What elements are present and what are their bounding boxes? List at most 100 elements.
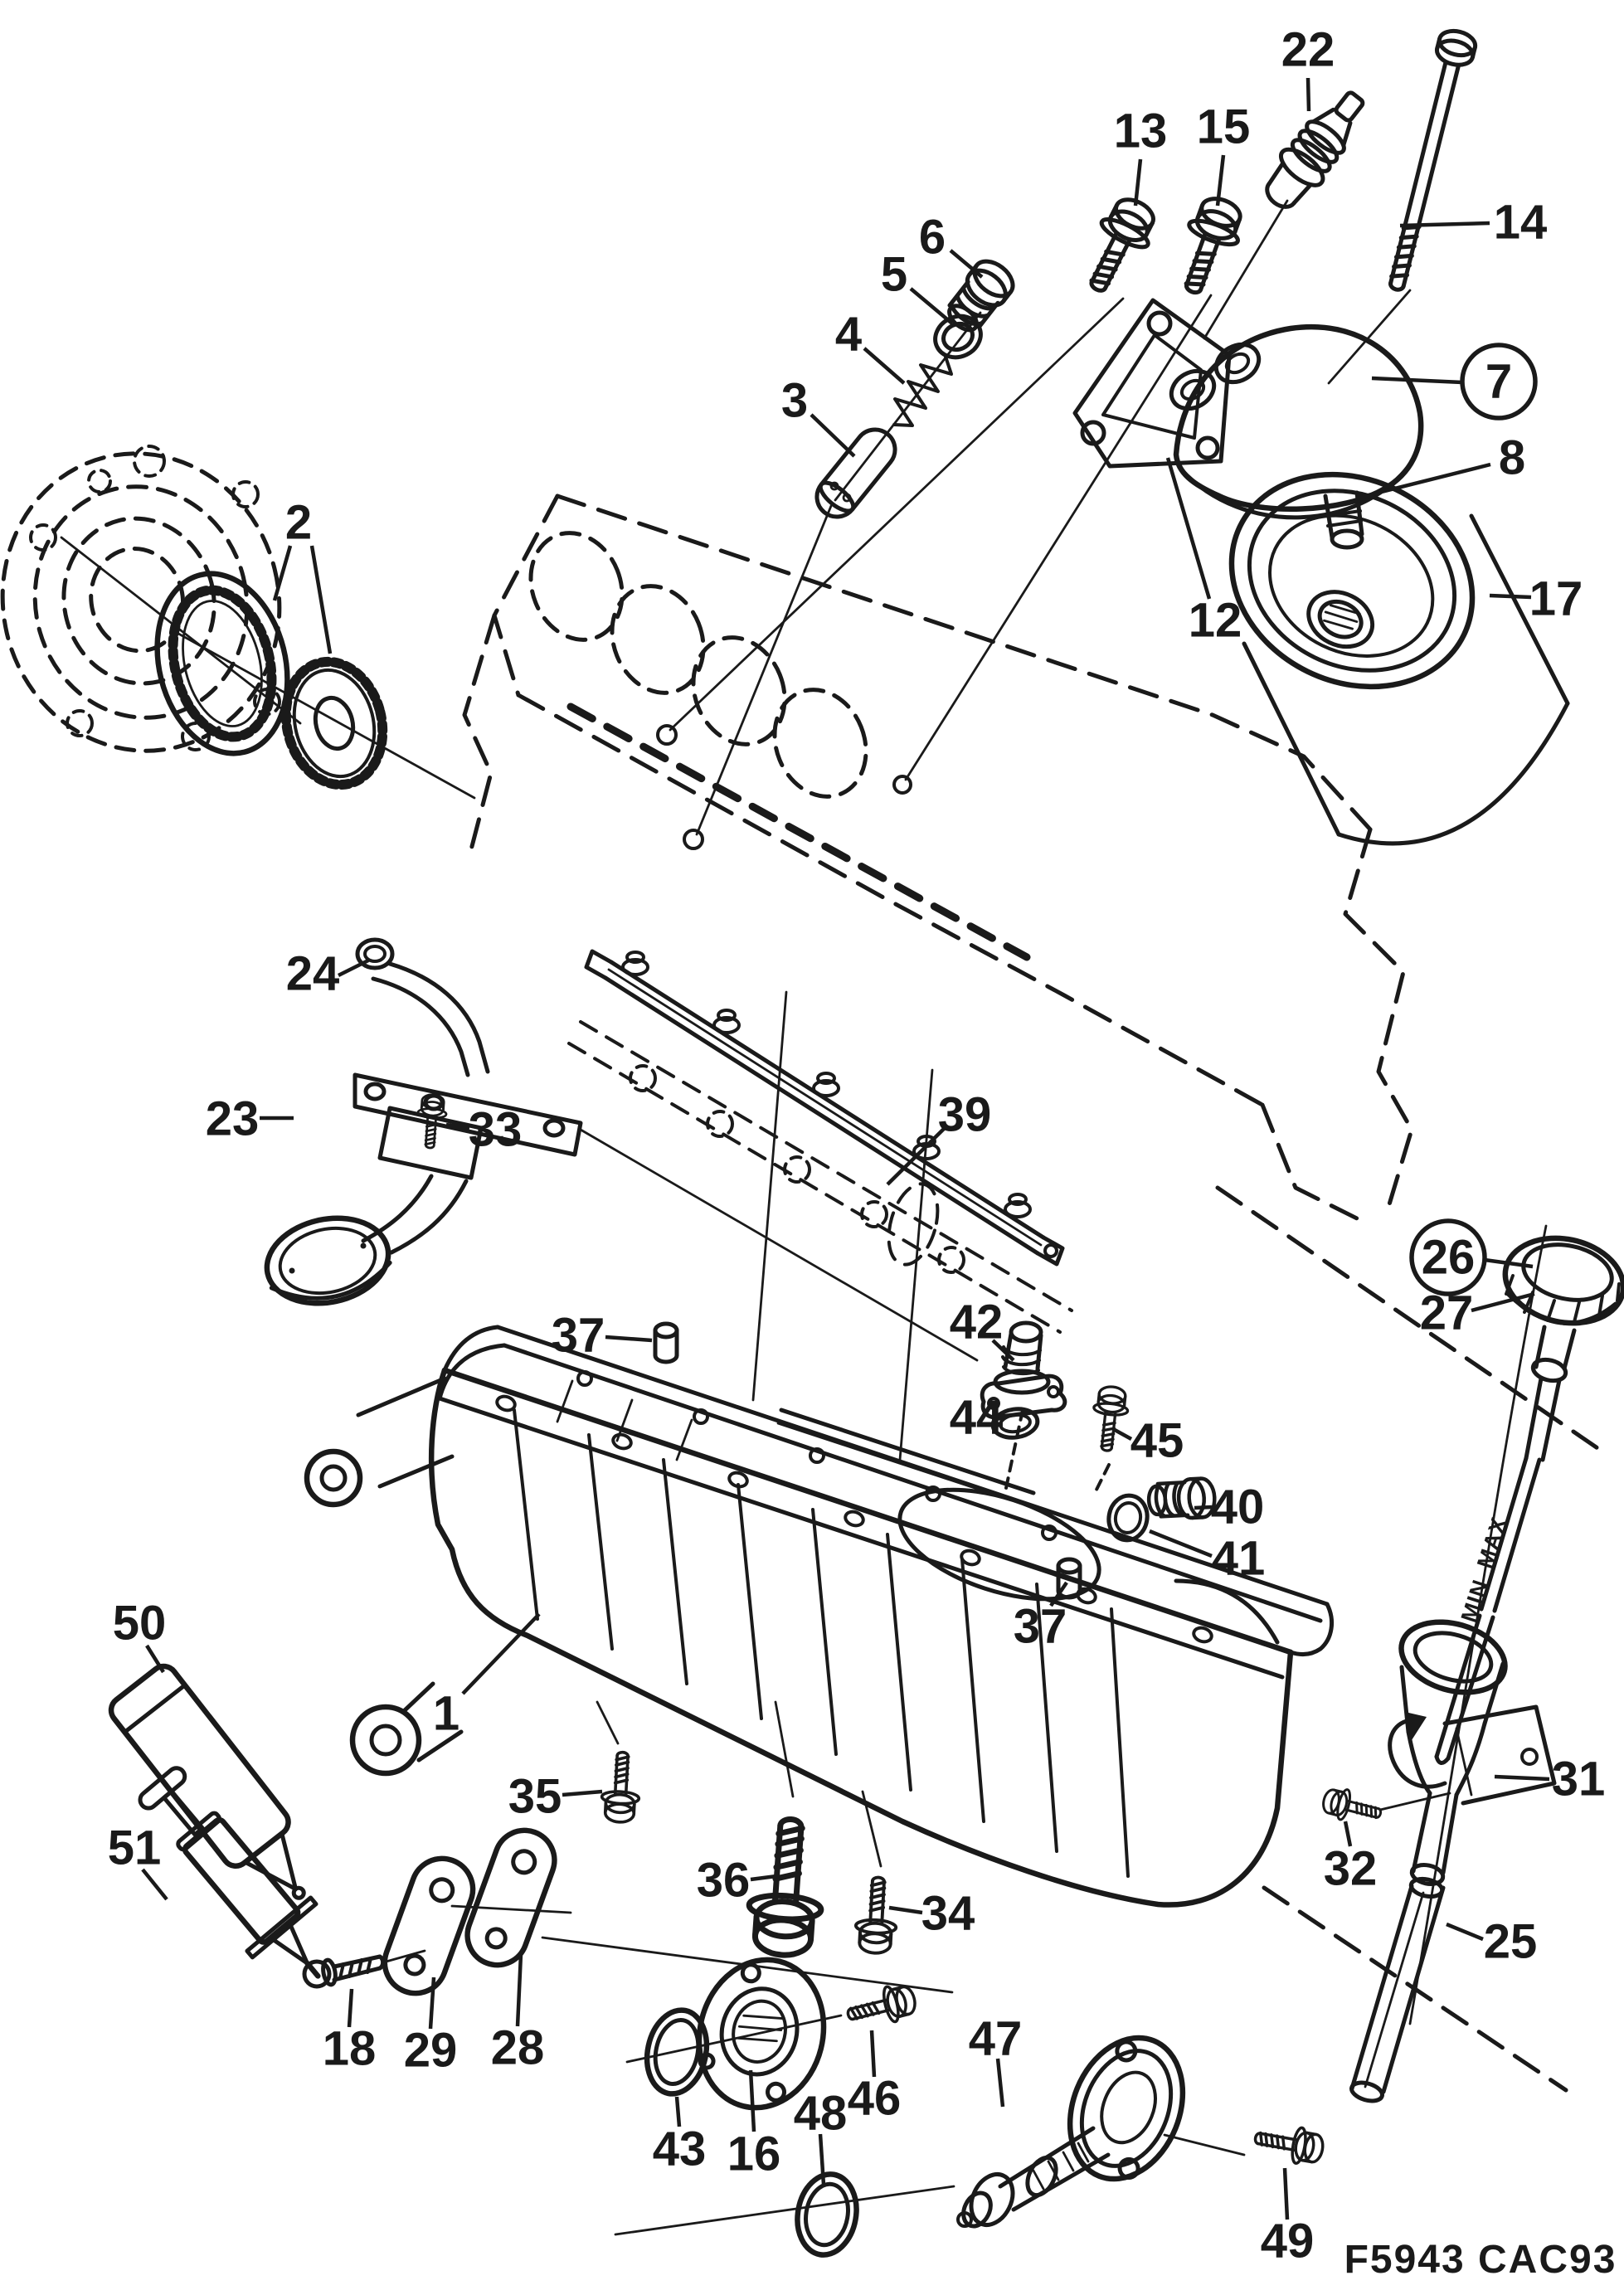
callout-48[interactable]: 48 [794, 2087, 848, 2186]
callout-label: 44 [950, 1391, 1004, 1445]
callout-42[interactable]: 42 [950, 1296, 1015, 1362]
callout-50[interactable]: 50 [113, 1597, 167, 1674]
callout-leader-line [1399, 221, 1490, 228]
callout-label: 13 [1114, 105, 1168, 158]
callout-44[interactable]: 44 [950, 1391, 1004, 1445]
callout-label: 49 [1261, 2215, 1315, 2268]
callout-13[interactable]: 13 [1114, 105, 1168, 207]
callout-label: 7 [1485, 355, 1512, 409]
callout-1[interactable]: 1 [433, 1612, 541, 1741]
dipstick-max-marking: MAX [1472, 1514, 1512, 1571]
callout-24[interactable]: 24 [286, 947, 370, 1001]
callout-37[interactable]: 37 [552, 1309, 653, 1363]
callout-37[interactable]: 37 [1014, 1581, 1068, 1654]
callout-7[interactable]: 7 [1371, 343, 1538, 421]
callout-33[interactable]: 33 [445, 1103, 522, 1157]
callout-8[interactable]: 8 [1358, 431, 1525, 500]
sealant-tube-drawing [108, 1663, 306, 1900]
callout-15[interactable]: 15 [1197, 100, 1251, 207]
callout-leader-line [1049, 1581, 1068, 1607]
callout-label: 50 [113, 1597, 167, 1651]
callout-43[interactable]: 43 [653, 2096, 707, 2176]
callout-40[interactable]: 40 [1194, 1481, 1264, 1534]
callout-27[interactable]: 27 [1420, 1286, 1535, 1340]
callout-47[interactable]: 47 [969, 2012, 1023, 2108]
callout-17[interactable]: 17 [1489, 572, 1583, 626]
callout-14[interactable]: 14 [1399, 196, 1548, 250]
callout-leader-line [337, 958, 370, 978]
callout-22[interactable]: 22 [1281, 23, 1335, 112]
callout-label: 47 [969, 2012, 1023, 2066]
callout-39[interactable]: 39 [886, 1088, 992, 1186]
callout-leader-line [141, 1868, 168, 1901]
callout-leader-line [748, 2069, 756, 2132]
callout-leader-line [1494, 1774, 1550, 1782]
callout-leader-line [428, 1977, 436, 2030]
callout-leader-line [674, 2096, 682, 2127]
callout-label: 17 [1529, 572, 1583, 626]
callout-45[interactable]: 45 [1113, 1414, 1184, 1468]
callout-label: 46 [848, 2072, 902, 2126]
callout-label: 27 [1420, 1286, 1474, 1340]
callout-leader-line [909, 287, 954, 325]
callout-2[interactable]: 2 [272, 496, 333, 654]
dipstick-tube-drawing [1215, 1185, 1605, 2103]
callout-34[interactable]: 34 [888, 1887, 975, 1941]
callout-32[interactable]: 32 [1324, 1821, 1378, 1896]
callout-leader-line [1215, 154, 1226, 207]
callout-leader-line [1343, 1821, 1353, 1847]
callout-3[interactable]: 3 [781, 374, 856, 458]
callout-16[interactable]: 16 [727, 2069, 781, 2181]
callout-label: 14 [1494, 196, 1548, 250]
callout-circle [1409, 1218, 1487, 1296]
callout-label: 12 [1189, 594, 1242, 648]
callout-leader-line [949, 249, 984, 279]
callout-31[interactable]: 31 [1494, 1753, 1605, 1806]
callout-leader-line [810, 413, 856, 458]
callout-label: 45 [1130, 1414, 1184, 1468]
callout-label: 16 [727, 2127, 781, 2181]
pickup-tube-drawing [264, 937, 583, 1306]
callout-circle [1460, 343, 1538, 421]
callout-36[interactable]: 36 [697, 1854, 777, 1908]
callout-35[interactable]: 35 [508, 1770, 603, 1824]
pan-bolts-drawing [596, 1700, 901, 1957]
callout-label: 8 [1499, 431, 1525, 485]
callout-5[interactable]: 5 [881, 248, 954, 325]
callout-18[interactable]: 18 [323, 1988, 377, 2076]
callout-leader-line [1371, 376, 1463, 385]
callout-leader-line [445, 1122, 470, 1130]
grommet-orings-drawing [980, 1320, 1067, 1440]
syringe-drawing [138, 1766, 321, 1979]
callout-29[interactable]: 29 [404, 1977, 458, 2078]
callout-label: 29 [404, 2024, 458, 2078]
callout-leader-line [1489, 593, 1532, 600]
callout-26[interactable]: 26 [1409, 1218, 1534, 1296]
callout-28[interactable]: 28 [491, 1953, 545, 2075]
callout-label: 41 [1212, 1532, 1266, 1586]
callout-leader-line [886, 1125, 948, 1186]
callout-label: 34 [921, 1887, 975, 1941]
callout-51[interactable]: 51 [108, 1821, 168, 1901]
filter-bracket-drawing [1072, 298, 1232, 469]
callout-leader-line [1149, 1529, 1213, 1558]
callout-label: 25 [1484, 1915, 1538, 1969]
callout-label: 39 [938, 1088, 992, 1142]
callout-23[interactable]: 23 [206, 1092, 294, 1146]
callout-leader-line [1446, 1922, 1484, 1942]
callout-4[interactable]: 4 [835, 308, 906, 385]
callout-label: 6 [919, 211, 946, 265]
callout-label: 5 [881, 248, 907, 302]
callout-6[interactable]: 6 [919, 211, 984, 279]
callout-41[interactable]: 41 [1149, 1529, 1266, 1586]
callout-25[interactable]: 25 [1446, 1915, 1538, 1969]
pump-gears-drawing [154, 571, 388, 790]
oil-pump-housing-drawing [0, 445, 476, 800]
callout-label: 43 [653, 2122, 707, 2176]
callout-label: 42 [950, 1296, 1004, 1349]
callout-12[interactable]: 12 [1165, 457, 1242, 648]
callout-leader-line [1484, 1257, 1534, 1269]
callout-leader-line [869, 2030, 877, 2078]
callout-49[interactable]: 49 [1261, 2167, 1315, 2268]
callout-46[interactable]: 46 [848, 2030, 902, 2126]
